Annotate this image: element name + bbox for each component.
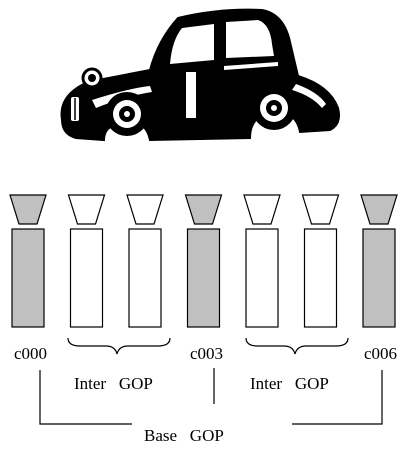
frame-bar-c005	[303, 228, 338, 328]
frame-cap-c004	[243, 194, 281, 225]
vintage-car-icon	[60, 8, 340, 142]
frame-cap-c003	[184, 194, 223, 225]
frame-cap-c006	[360, 194, 398, 225]
base-gop-bracket	[39, 370, 383, 425]
frame-bar-c002	[128, 228, 162, 328]
frame-bar-c001	[69, 228, 104, 328]
frame-cap-c005	[301, 194, 340, 225]
frame-label-c003: c003	[190, 344, 223, 363]
frame-sequence	[9, 194, 398, 328]
inter-gop-label-2: Inter GOP	[250, 374, 329, 393]
inter-gop-brace-1	[67, 337, 171, 355]
frame-label-c006: c006	[364, 344, 397, 363]
frame-bar-c006	[362, 228, 396, 328]
frame-bar-c003	[186, 228, 221, 328]
frame-bar-c000	[11, 228, 45, 328]
frame-cap-c002	[126, 194, 164, 225]
frame-bar-c004	[245, 228, 279, 328]
frame-cap-c000	[9, 194, 47, 225]
frame-label-c000: c000	[14, 344, 47, 363]
base-gop-label: Base GOP	[144, 426, 224, 445]
inter-gop-brace-2	[245, 337, 349, 355]
frame-cap-c001	[67, 194, 106, 225]
inter-gop-label-1: Inter GOP	[74, 374, 153, 393]
